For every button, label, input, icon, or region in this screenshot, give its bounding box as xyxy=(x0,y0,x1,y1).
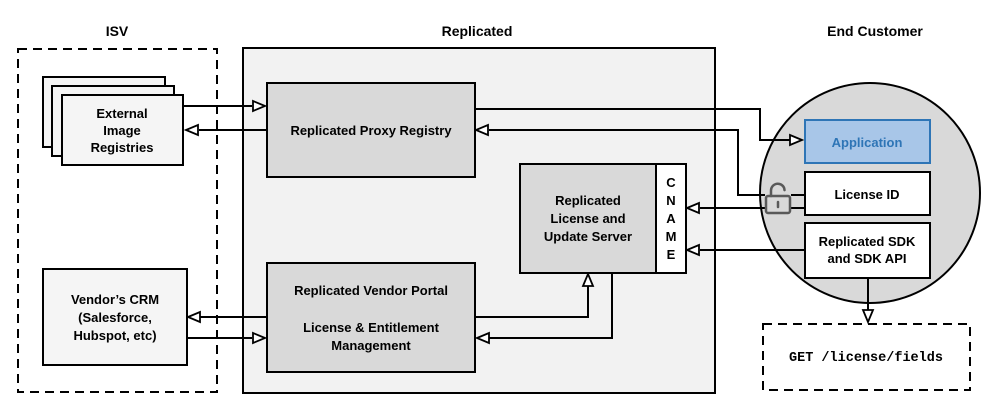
registry-stack-front xyxy=(61,94,184,166)
arrowhead-down-icon xyxy=(861,309,875,325)
node-label-line: License and xyxy=(550,211,625,226)
replicated-sdk-box xyxy=(804,222,931,279)
replicated-sdk-node: Replicated SDK and SDK API xyxy=(804,222,931,279)
license-id-box xyxy=(804,171,931,216)
arrowhead-left-icon xyxy=(474,331,490,345)
node-label-line: Management xyxy=(331,338,411,353)
cname-strip-box xyxy=(655,163,687,274)
arrowhead-right-icon xyxy=(252,99,268,113)
cname-strip-node: C N A M E xyxy=(655,163,687,274)
arrowhead-left-icon xyxy=(684,243,700,257)
connector-proxy-to-application xyxy=(475,108,790,141)
arrowhead-up-icon xyxy=(581,271,595,287)
vendor-portal-box xyxy=(266,262,476,373)
open-padlock-icon xyxy=(764,182,792,215)
arrowhead-left-icon xyxy=(185,310,201,324)
vendor-portal-node: Replicated Vendor Portal License & Entit… xyxy=(266,262,476,373)
node-label-line: Update Server xyxy=(544,229,632,244)
replicated-section-label: Replicated xyxy=(442,23,513,39)
connector-server-to-portal xyxy=(489,273,613,339)
vendors-crm-box xyxy=(42,268,188,366)
node-label-line: Image xyxy=(103,123,141,138)
connectors xyxy=(183,99,875,345)
node-label-line: External xyxy=(96,106,147,121)
application-box xyxy=(804,119,931,164)
application-node: Application xyxy=(804,119,931,164)
get-license-fields-node: GET /license/fields xyxy=(762,323,971,391)
node-label-line: License & Entitlement xyxy=(303,320,439,335)
connector-portal-to-server xyxy=(475,286,589,318)
node-label: Application xyxy=(832,135,903,150)
node-label: License ID xyxy=(834,187,899,202)
arrowhead-right-icon xyxy=(252,331,268,345)
node-label-line: Replicated Vendor Portal xyxy=(294,283,448,298)
node-label-line: Replicated SDK xyxy=(819,234,916,249)
api-call-box xyxy=(762,323,971,391)
node-label-line: Hubspot, etc) xyxy=(73,328,156,343)
node-label-line: and SDK API xyxy=(828,251,907,266)
replicated-proxy-registry-node: Replicated Proxy Registry xyxy=(266,82,476,178)
proxy-registry-box xyxy=(266,82,476,178)
arrowhead-right-icon xyxy=(789,133,805,147)
node-label-line: Vendor’s CRM xyxy=(71,292,159,307)
vendors-crm-node: Vendor’s CRM (Salesforce, Hubspot, etc) xyxy=(42,268,188,366)
cname-letter: A xyxy=(666,211,676,226)
api-call-label: GET /license/fields xyxy=(789,351,943,366)
end-customer-section-label: End Customer xyxy=(827,23,923,39)
cname-letter: E xyxy=(667,247,676,262)
node-label: Replicated Proxy Registry xyxy=(290,123,452,138)
arrowhead-left-icon xyxy=(684,201,700,215)
arrowhead-left-icon xyxy=(473,123,489,137)
license-update-server-node: Replicated License and Update Server xyxy=(519,163,657,274)
cname-letter: M xyxy=(666,229,677,244)
node-label-line: Replicated xyxy=(555,193,621,208)
cname-letter: N xyxy=(666,193,675,208)
node-label-line: Registries xyxy=(91,140,154,155)
isv-section: ISV xyxy=(17,23,218,393)
external-image-registries-node: External Image Registries xyxy=(42,76,184,166)
node-label-line: (Salesforce, xyxy=(78,310,152,325)
cname-letter: C xyxy=(666,175,676,190)
connector-license-to-proxy xyxy=(489,129,805,196)
license-id-node: License ID xyxy=(804,171,931,216)
isv-section-label: ISV xyxy=(106,23,129,39)
arrowhead-left-icon xyxy=(183,123,199,137)
